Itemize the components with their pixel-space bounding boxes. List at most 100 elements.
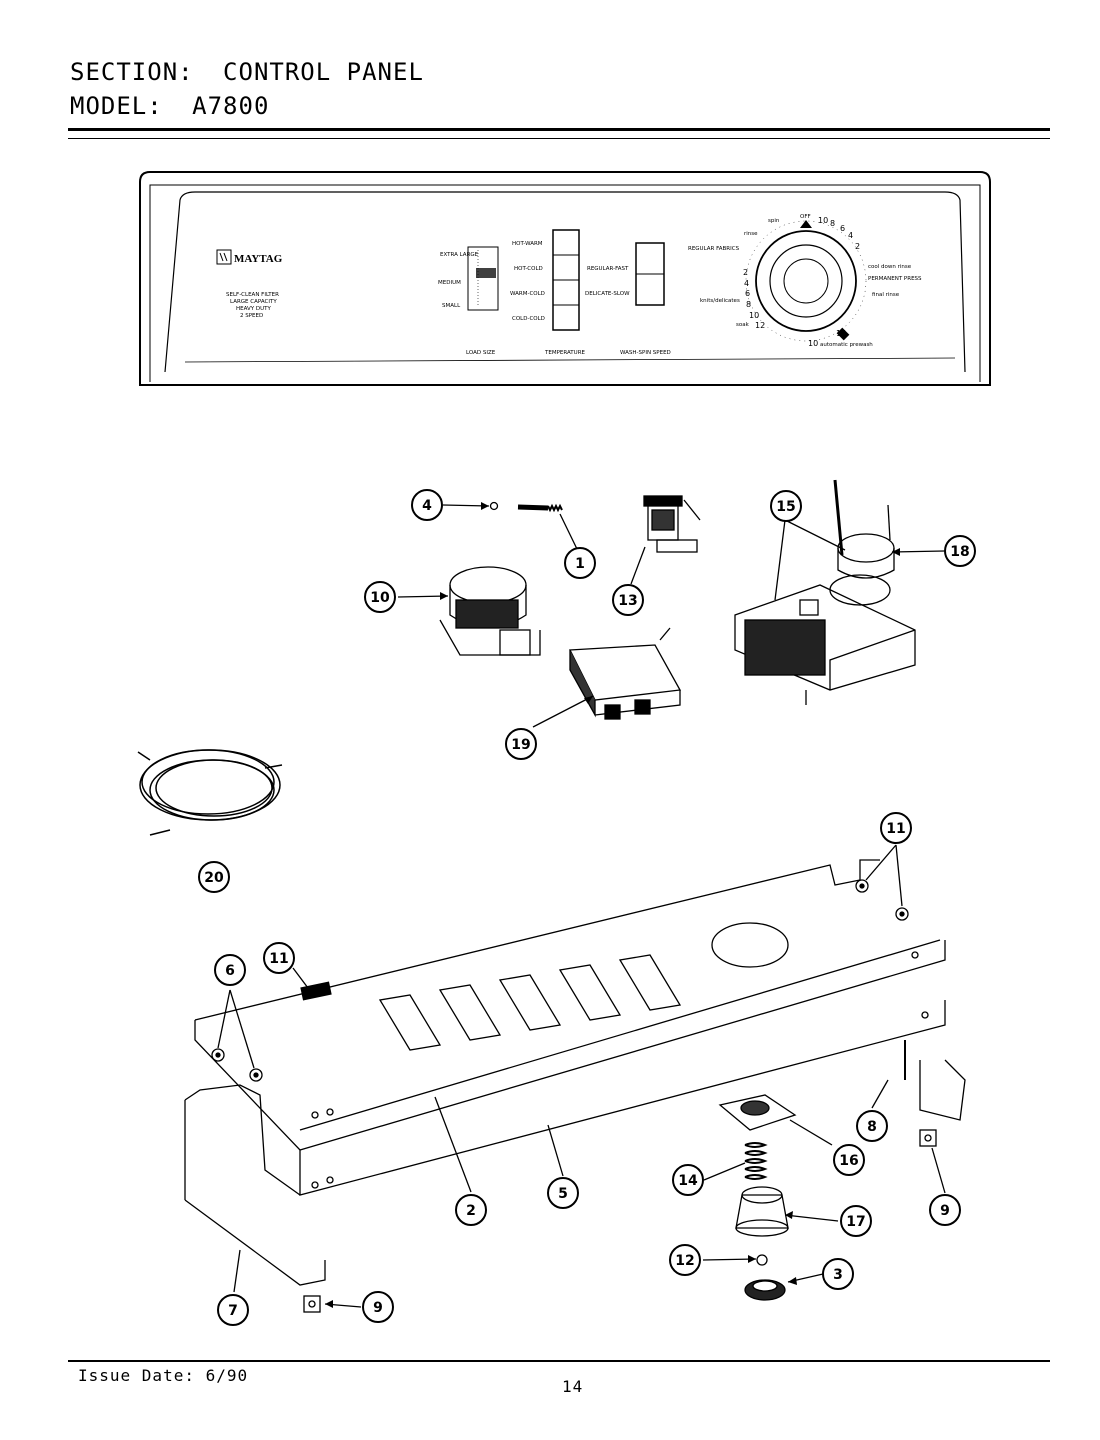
callout-number: 8 [867, 1119, 877, 1135]
callout-9: 9 [362, 1291, 394, 1323]
dial-label: rinse [744, 231, 758, 237]
leader-lines [217, 504, 946, 1308]
callout-number: 11 [269, 951, 288, 967]
panel-label: WASH-SPIN SPEED [620, 350, 671, 356]
part-1-rod [489, 501, 563, 513]
speed-option: REGULAR-FAST [587, 266, 629, 272]
dial-label: automatic prewash [820, 342, 873, 348]
part-19-button-bank [568, 627, 682, 720]
feature-text: 2 SPEED [240, 313, 263, 319]
dial-number: 6 [840, 224, 845, 233]
model-label: MODEL: [70, 92, 163, 120]
callout-20: 20 [198, 861, 230, 893]
callout-10: 10 [364, 581, 396, 613]
dial-number: 10 [808, 339, 818, 348]
maytag-logo-icon [216, 249, 232, 265]
callout-number: 9 [373, 1300, 383, 1316]
dial-number: 4 [848, 231, 853, 240]
callout-number: 6 [225, 963, 235, 979]
speed-option: DELICATE-SLOW [585, 291, 630, 297]
temperature-buttons[interactable] [552, 229, 580, 331]
callout-12: 12 [669, 1244, 701, 1276]
speed-buttons[interactable] [635, 242, 665, 306]
panel-label: LOAD SIZE [466, 350, 496, 356]
dial-marker-icon [836, 327, 850, 341]
callout-16: 16 [833, 1144, 865, 1176]
callout-number: 3 [833, 1267, 843, 1283]
temperature-option: COLD-COLD [512, 316, 545, 322]
callout-number: 17 [846, 1214, 865, 1230]
callout-number: 5 [558, 1186, 568, 1202]
dial-label: PERMANENT PRESS [868, 276, 922, 282]
callout-3: 3 [822, 1258, 854, 1290]
callout-8: 8 [856, 1110, 888, 1142]
callout-number: 7 [228, 1303, 238, 1319]
temperature-option: HOT-WARM [512, 241, 543, 247]
callout-15: 15 [770, 490, 802, 522]
part-13-switch [643, 495, 701, 553]
load-size-knob[interactable] [476, 268, 496, 278]
dial-number: 4 [744, 279, 749, 288]
callout-6: 6 [214, 954, 246, 986]
callout-number: 10 [370, 590, 390, 606]
dial-number: 10 [818, 216, 828, 225]
callout-number: 15 [776, 499, 795, 515]
dial-label: spin [768, 218, 780, 224]
callout-number: 9 [940, 1203, 950, 1219]
console-chassis [184, 859, 966, 1286]
callout-number: 2 [466, 1203, 476, 1219]
callout-number: 19 [511, 737, 530, 753]
load-size-slider[interactable] [467, 246, 499, 311]
part-9-clip [303, 1129, 937, 1313]
temperature-option: HOT-COLD [514, 266, 543, 272]
callout-9: 9 [929, 1194, 961, 1226]
timer-dial[interactable] [745, 220, 867, 342]
part-3-nut [744, 1279, 786, 1301]
leader-arrowheads [325, 502, 900, 1308]
model-heading: MODEL: A7800 [70, 92, 269, 120]
callout-4: 4 [411, 489, 443, 521]
part-15-timer-assembly [734, 574, 916, 705]
feature-text: SELF-CLEAN FILTER [226, 292, 279, 298]
section-label: SECTION: [70, 58, 194, 86]
callout-number: 11 [886, 821, 905, 837]
control-panel-illustration: MAYTAG SELF-CLEAN FILTER LARGE CAPACITY … [139, 171, 991, 386]
footer-rule [68, 1360, 1050, 1362]
callout-2: 2 [455, 1194, 487, 1226]
callout-number: 4 [422, 498, 432, 514]
page-number: 14 [562, 1377, 584, 1396]
issue-date: Issue Date: 6/90 [78, 1366, 249, 1385]
callout-1: 1 [564, 547, 596, 579]
dial-label: final rinse [872, 292, 900, 298]
dial-number: 2 [855, 242, 860, 251]
header-rule-thick [68, 128, 1050, 131]
callout-11: 11 [263, 942, 295, 974]
callout-number: 18 [950, 544, 969, 560]
dial-number: 6 [745, 289, 750, 298]
temperature-option: WARM-COLD [510, 291, 545, 297]
dial-label: cool down rinse [868, 264, 912, 270]
dial-pointer-icon [800, 220, 812, 228]
dial-number: 8 [746, 300, 751, 309]
dial-label: soak [736, 322, 750, 328]
dial-label: knits/delicates [700, 298, 740, 304]
callout-13: 13 [612, 584, 644, 616]
part-17-knob [735, 1186, 789, 1237]
callout-19: 19 [505, 728, 537, 760]
feature-text: HEAVY DUTY [236, 306, 272, 312]
callout-17: 17 [840, 1205, 872, 1237]
dial-number: 12 [755, 321, 765, 330]
dial-label: REGULAR FABRICS [688, 246, 740, 252]
callout-number: 16 [839, 1153, 858, 1169]
load-size-option: MEDIUM [438, 280, 461, 286]
callout-18: 18 [944, 535, 976, 567]
part-10-timer [439, 566, 541, 656]
dial-number: 10 [749, 311, 759, 320]
load-size-option: EXTRA LARGE [440, 252, 479, 258]
part-20-wire-harness [137, 749, 283, 836]
panel-label: TEMPERATURE [544, 350, 586, 356]
model-value: A7800 [192, 92, 270, 120]
feature-text: LARGE CAPACITY [230, 299, 277, 305]
